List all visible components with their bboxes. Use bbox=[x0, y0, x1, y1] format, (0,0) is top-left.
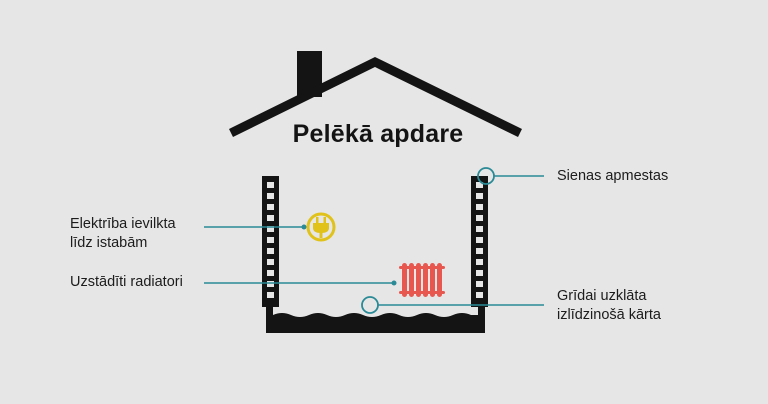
roof bbox=[229, 56, 522, 138]
plug-icon bbox=[306, 212, 336, 242]
label-electricity: Elektrība ievilkta līdz istabām bbox=[70, 215, 176, 253]
callout-walls bbox=[477, 167, 544, 185]
label-floor: Grīdai uzklāta izlīdzinošā kārta bbox=[557, 287, 661, 325]
label-floor-line-1: Grīdai uzklāta bbox=[557, 288, 647, 304]
diagram-title: Pelēkā apdare bbox=[292, 120, 464, 148]
label-electricity-line-1: Elektrība ievilkta bbox=[70, 216, 176, 232]
callout-radiators bbox=[204, 280, 397, 286]
callout-electricity bbox=[204, 224, 307, 230]
label-electricity-line-2: līdz istabām bbox=[70, 235, 148, 251]
left-wall bbox=[262, 176, 279, 307]
label-radiators: Uzstādīti radiatori bbox=[70, 274, 183, 290]
label-floor-line-2: izlīdzinošā kārta bbox=[557, 307, 661, 323]
leveling-layer bbox=[273, 313, 478, 325]
label-walls: Sienas apmestas bbox=[557, 168, 669, 184]
right-wall bbox=[471, 176, 488, 307]
radiator-icon bbox=[399, 263, 445, 297]
callout-floor bbox=[361, 296, 544, 314]
floor-basin bbox=[266, 305, 485, 333]
